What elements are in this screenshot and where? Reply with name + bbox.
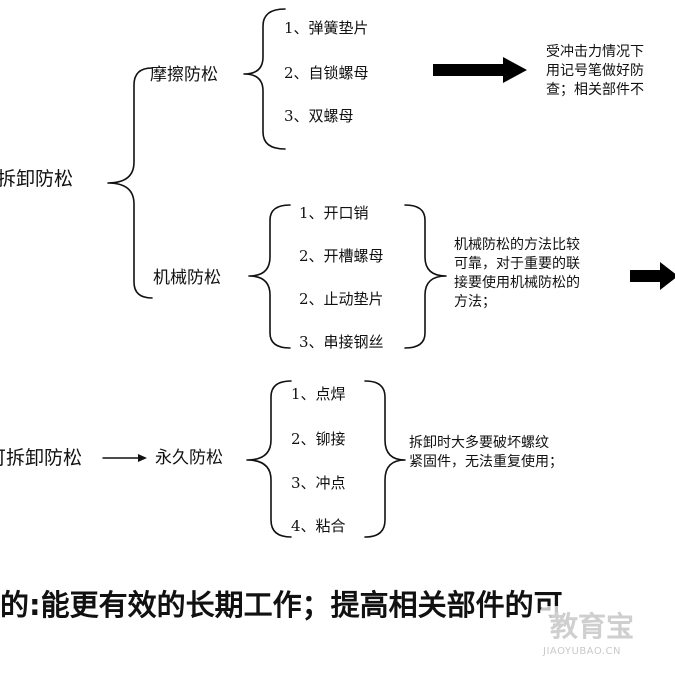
mechanical-item: 2、止动垫片 [299,290,384,308]
mechanical-left-brace [248,204,291,349]
friction-label: 摩擦防松 [150,65,218,85]
permanent-item: 1、点焊 [291,385,346,403]
permanent-right-brace [364,380,406,538]
mechanical-item: 1、开口销 [299,204,369,222]
friction-item: 2、自锁螺母 [284,64,369,82]
note-line: 拆卸时大多要破坏螺纹 [409,435,549,451]
permanent-left-brace [246,380,292,538]
mechanical-note: 机械防松的方法比较 可靠，对于重要的联 接要使用机械防松的 方法； [454,236,580,312]
mechanical-item: 2、开槽螺母 [299,247,384,265]
note-line: 紧固件，无法重复使用； [409,454,563,470]
note-line: 受冲击力情况下 [546,44,644,60]
watermark-url: JIAOYUBAO.CN [543,646,621,657]
mechanical-note-arrow [630,262,675,290]
watermark-logo: 教育宝 [540,606,660,644]
mechanical-label: 机械防松 [153,268,221,288]
friction-item: 1、弹簧垫片 [284,19,369,37]
permanent-item: 3、冲点 [291,474,346,492]
note-line: 机械防松的方法比较 [454,237,580,253]
note-line: 可靠，对于重要的联 [454,256,580,272]
watermark-logo-text: 教育宝 [550,610,634,643]
mechanical-right-brace [404,204,447,349]
root-brace [107,67,153,299]
friction-note-arrow [433,57,527,83]
note-line: 接要使用机械防松的 [454,275,580,291]
permanent-note: 拆卸时大多要破坏螺纹 紧固件，无法重复使用； [409,434,563,472]
friction-brace [243,8,286,150]
removable-root-label: 拆卸防松 [0,168,74,190]
permanent-item: 2、铆接 [291,430,346,448]
friction-item: 3、双螺母 [284,107,354,125]
permanent-arrow-head [138,454,147,462]
permanent-item: 4、粘合 [291,517,346,535]
footer-caption: 的:能更有效的长期工作；提高相关部件的可 [0,588,563,622]
permanent-root-label: 可拆卸防松 [0,447,83,469]
note-line: 方法； [454,294,496,310]
friction-note: 受冲击力情况下 用记号笔做好防 查；相关部件不 [546,43,675,100]
note-line: 查；相关部件不 [546,82,644,98]
permanent-label: 永久防松 [155,448,223,468]
mechanical-item: 3、串接钢丝 [299,333,384,351]
note-line: 用记号笔做好防 [546,63,644,79]
